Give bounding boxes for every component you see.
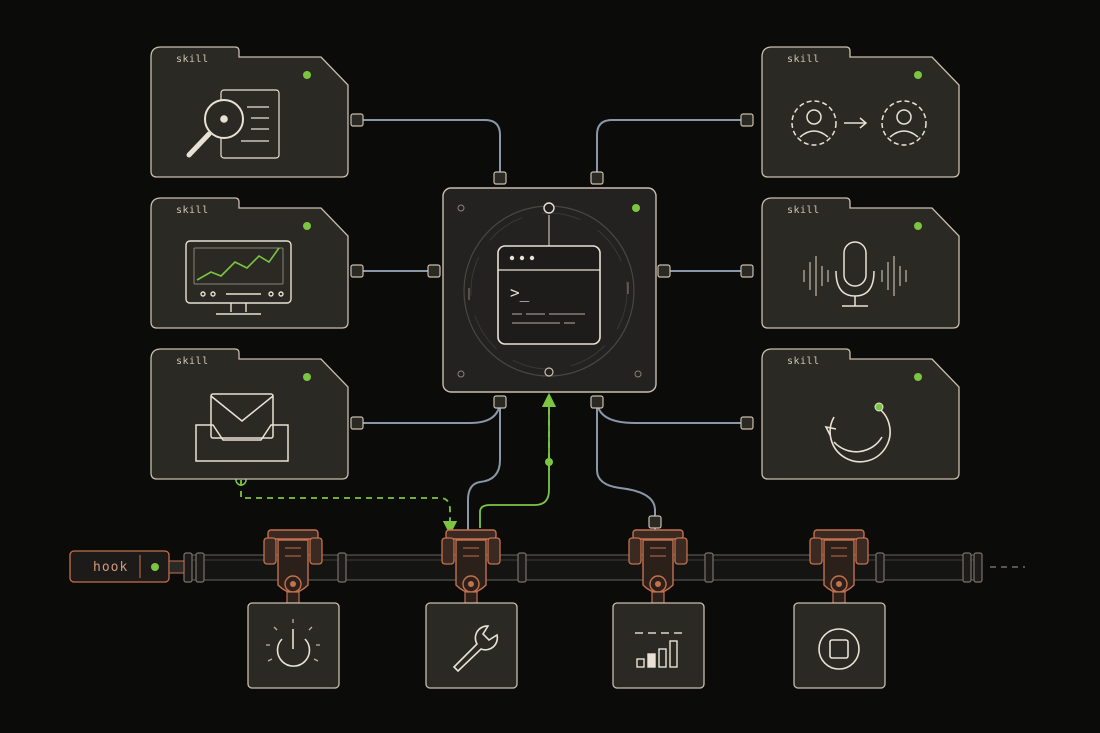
skill-folder-loop[interactable]: skill bbox=[761, 348, 960, 480]
skill-folder-mail[interactable]: skill bbox=[150, 348, 349, 480]
skill-folder-research[interactable]: skill bbox=[150, 46, 349, 178]
valve-2 bbox=[441, 529, 501, 604]
user-transfer-icon bbox=[791, 100, 927, 146]
power-icon bbox=[266, 619, 320, 667]
skill-folder-voice[interactable]: skill bbox=[761, 197, 960, 329]
hook-module[interactable]: hook bbox=[69, 550, 185, 583]
flow-pipe-to-core bbox=[479, 405, 550, 528]
monitor-chart-icon bbox=[185, 240, 292, 315]
status-dot bbox=[303, 222, 311, 230]
skill-folder-handoff[interactable]: skill bbox=[761, 46, 960, 178]
hook-status-dot bbox=[151, 563, 159, 571]
status-dot bbox=[914, 373, 922, 381]
valve-1 bbox=[263, 529, 323, 604]
status-dot bbox=[303, 71, 311, 79]
status-dot bbox=[303, 373, 311, 381]
wire-loop bbox=[596, 399, 745, 424]
core-status-dot bbox=[632, 204, 640, 212]
mail-inbox-icon bbox=[195, 393, 289, 462]
skill-tab-label: skill bbox=[787, 356, 820, 367]
valve-4 bbox=[809, 529, 869, 604]
wire-core-pipe-a bbox=[467, 405, 501, 530]
valves bbox=[263, 529, 869, 604]
station-tools[interactable] bbox=[425, 602, 518, 689]
core-module[interactable]: >_ bbox=[442, 187, 657, 393]
stop-icon bbox=[818, 628, 860, 670]
wire-mail bbox=[358, 399, 501, 424]
microphone-waveform-icon bbox=[803, 241, 907, 307]
skill-tab-label: skill bbox=[787, 205, 820, 216]
signal-bars-icon bbox=[635, 632, 682, 668]
terminal-window-icon: >_ bbox=[497, 245, 601, 345]
skill-folder-chart[interactable]: skill bbox=[150, 197, 349, 329]
station-stop[interactable] bbox=[793, 602, 886, 689]
station-signal[interactable] bbox=[612, 602, 705, 689]
skill-tab-label: skill bbox=[176, 54, 209, 65]
hook-label: hook bbox=[93, 560, 128, 575]
connector-wires bbox=[358, 119, 745, 530]
refresh-cycle-icon bbox=[824, 402, 891, 463]
valve-3 bbox=[628, 529, 688, 604]
skill-tab-label: skill bbox=[787, 54, 820, 65]
status-dot bbox=[914, 71, 922, 79]
flow-node-core bbox=[545, 458, 553, 466]
wrench-icon bbox=[452, 625, 499, 673]
skill-tab-label: skill bbox=[176, 205, 209, 216]
wire-plugs bbox=[350, 113, 754, 529]
skill-tab-label: skill bbox=[176, 356, 209, 367]
flow-mail-to-pipe bbox=[240, 480, 458, 536]
status-dot bbox=[914, 222, 922, 230]
magnifier-document-icon bbox=[186, 89, 280, 159]
wire-core-pipe-b bbox=[596, 405, 656, 530]
wire-handoff bbox=[596, 119, 745, 175]
terminal-prompt: >_ bbox=[510, 283, 530, 302]
wire-research bbox=[358, 119, 501, 175]
station-power[interactable] bbox=[247, 602, 340, 689]
